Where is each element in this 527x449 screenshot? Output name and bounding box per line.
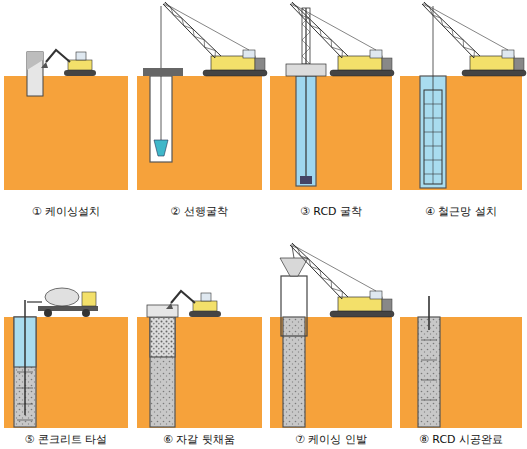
step-caption: ⑤ 콘크리트 타설 [25, 433, 108, 447]
step-caption: ⑥ 자갈 뒷채움 [163, 433, 235, 447]
step-caption: ④ 철근망 설치 [425, 205, 497, 219]
step-caption: ⑦ 케이싱 인발 [295, 433, 367, 447]
step-caption: ⑧ RCD 시공완료 [419, 433, 503, 447]
step-caption: ① 케이싱설치 [32, 205, 100, 219]
step-caption: ② 선행굴착 [170, 205, 227, 219]
step-caption: ③ RCD 굴착 [300, 205, 362, 219]
